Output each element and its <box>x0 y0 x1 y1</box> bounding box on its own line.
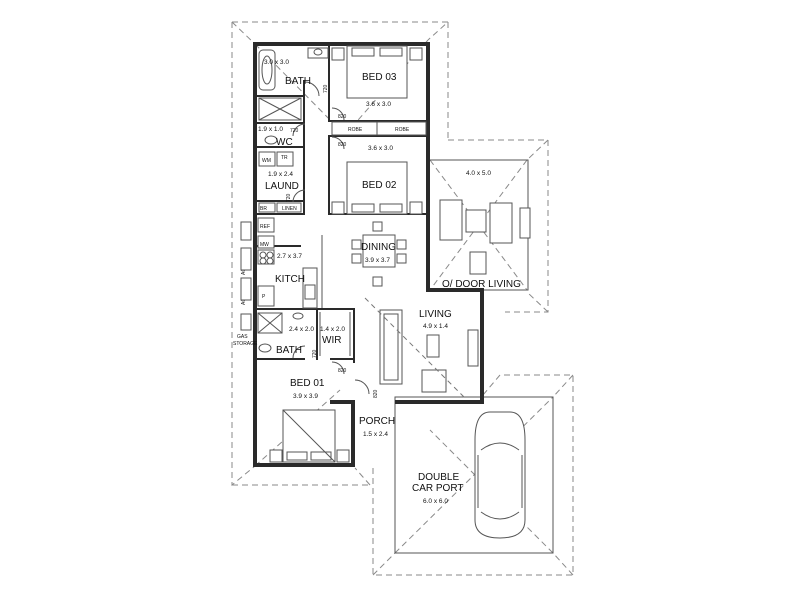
beds <box>269 45 423 463</box>
fixtures <box>257 47 427 356</box>
bed02-label: BED 02 <box>362 180 397 191</box>
bed02-dim: 3.6 x 3.0 <box>368 145 393 152</box>
bed01-dim: 3.9 x 3.9 <box>293 393 318 400</box>
door-size: 720 <box>323 84 329 93</box>
ref-label: REF <box>260 224 270 230</box>
door-size-labels: 720 820 820 720 720 720 820 820 <box>286 84 379 398</box>
outdoor-dim: 4.0 x 5.0 <box>466 170 491 177</box>
ensuite-label: BATH <box>276 345 302 356</box>
carport-slab <box>394 396 554 554</box>
outdoor-label: O/ DOOR LIVING <box>442 279 521 290</box>
dining-dim: 3.9 x 3.7 <box>365 257 390 264</box>
kitch-dim: 2.7 x 3.7 <box>277 253 302 260</box>
door-size: 820 <box>338 142 347 148</box>
bed03-dim: 3.6 x 3.0 <box>366 101 391 108</box>
laund-label: LAUND <box>265 181 299 192</box>
wir-label: WIR <box>322 335 341 346</box>
wir-dim: 1.4 x 2.0 <box>320 326 345 333</box>
bath-main-label: BATH <box>285 76 311 87</box>
car <box>474 411 526 539</box>
br-label: BR <box>260 206 267 212</box>
porch-dim: 1.5 x 2.4 <box>363 431 388 438</box>
pantry-label: P <box>262 294 266 300</box>
living-furniture <box>364 297 479 399</box>
kitch-label: KITCH <box>275 274 305 285</box>
living-label: LIVING <box>419 309 452 320</box>
laund-dim: 1.9 x 2.4 <box>268 171 293 178</box>
outdoor-furniture <box>439 199 531 275</box>
tr-label: TR <box>281 155 288 161</box>
door-size: 820 <box>338 114 347 120</box>
wc-label: WC <box>276 137 293 148</box>
external-walls <box>253 42 484 467</box>
door-size: 720 <box>286 193 292 202</box>
door-size: 820 <box>338 368 347 374</box>
robe-label-1: ROBE <box>348 127 363 133</box>
door-swings <box>292 81 370 395</box>
living-dim: 4.9 x 1.4 <box>423 323 448 330</box>
porch-label: PORCH <box>359 416 395 427</box>
exterior-equipment <box>240 221 252 331</box>
door-size: 720 <box>312 349 318 358</box>
storage-label: STORAGE <box>233 341 258 347</box>
dining-label: DINING <box>361 242 396 253</box>
linen-label: LINEN <box>282 206 297 212</box>
carport-label-1: DOUBLE <box>418 472 459 483</box>
robe-label-2: ROBE <box>395 127 410 133</box>
carport-dim: 6.0 x 6.0 <box>423 498 448 505</box>
dining-table <box>351 221 407 287</box>
room-labels: 3.0 x 3.0 BATH BED 03 3.6 x 3.0 1.9 x 1.… <box>258 59 521 505</box>
bath-main-dim: 3.0 x 3.0 <box>264 59 289 66</box>
bed01-label: BED 01 <box>290 378 325 389</box>
carport-label-2: CAR PORT <box>412 483 464 494</box>
wc-dim: 1.9 x 1.0 <box>258 126 283 133</box>
door-size: 820 <box>373 389 379 398</box>
door-size: 720 <box>290 128 299 134</box>
wm-label: WM <box>262 158 271 164</box>
ensuite-dim: 2.4 x 2.0 <box>289 326 314 333</box>
gas-label: GAS <box>237 334 248 340</box>
mw-label: MW <box>260 242 269 248</box>
bed03-label: BED 03 <box>362 72 397 83</box>
